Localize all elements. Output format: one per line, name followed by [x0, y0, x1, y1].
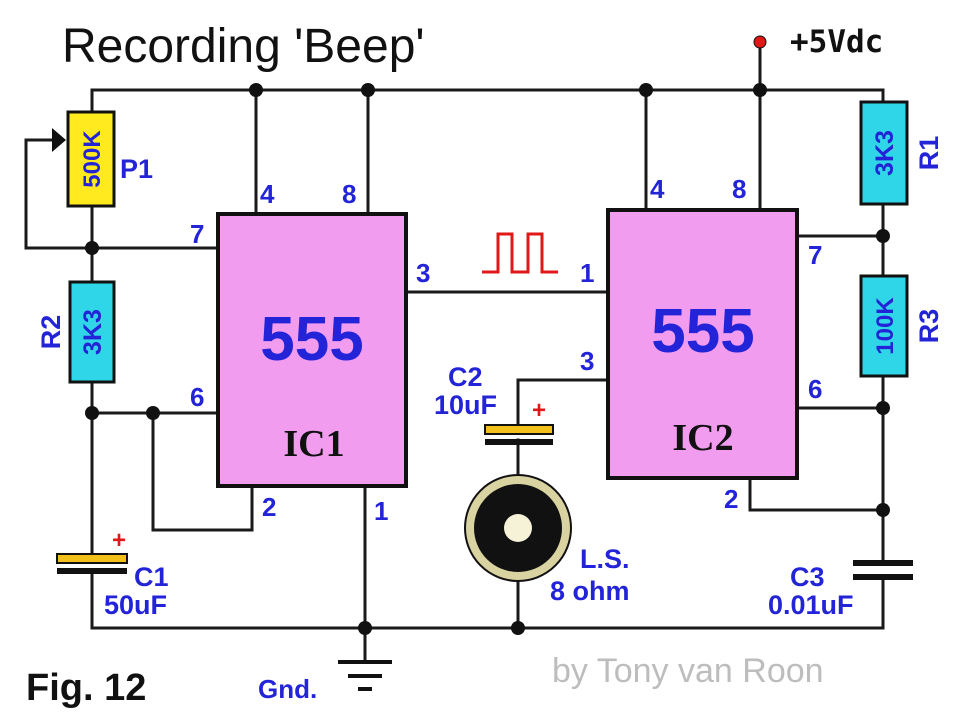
c2-value-label: 10uF: [434, 390, 497, 420]
ic1-pin3-label: 3: [416, 258, 430, 288]
ground-symbol-icon: [338, 660, 392, 691]
speaker-dust-cap: [504, 514, 532, 542]
junction-dot: [249, 83, 263, 97]
junction-dot: [876, 503, 890, 517]
ic1-pin1-label: 1: [374, 496, 388, 526]
ic1-body: [216, 212, 408, 488]
p1-value-label: 500K: [79, 130, 106, 188]
c2-ref-label: C2: [448, 362, 483, 392]
c3-value-label: 0.01uF: [768, 590, 854, 620]
ic1-pin7-label: 7: [190, 219, 204, 249]
ic2-pin2-label: 2: [724, 484, 738, 514]
junction-dot: [511, 621, 525, 635]
r3-resistor-body: [859, 274, 909, 378]
junction-dot: [639, 83, 653, 97]
p1-wiper-arrow-icon: [52, 128, 66, 152]
ic2-pin1-label: 1: [580, 258, 594, 288]
ic2-designator: IC2: [672, 417, 733, 459]
junction-dot: [876, 401, 890, 415]
ic1-pin8-label: 8: [342, 179, 356, 209]
ic2-body: [606, 208, 799, 480]
ic2-pin3-label: 3: [580, 346, 594, 376]
ic2-part-number: 555: [651, 297, 754, 366]
ic1-pin4-label: 4: [260, 179, 275, 209]
ic2-pin6-label: 6: [808, 374, 822, 404]
r2-resistor-body: [68, 280, 116, 384]
r1-ref-label: R1: [914, 136, 944, 171]
c2-plate-bottom: [485, 439, 553, 445]
r1-value-label: 3K3: [871, 130, 899, 176]
supply-voltage-label: +5Vdc: [790, 24, 883, 60]
figure-label: Fig. 12: [26, 667, 146, 709]
junction-dots: [85, 83, 890, 635]
junction-dot: [85, 406, 99, 420]
p1-potentiometer-body: [66, 110, 116, 208]
ic2-pin8-label: 8: [732, 174, 746, 204]
ic2-pin4-label: 4: [650, 174, 665, 204]
c2-polarity-mark: +: [532, 397, 546, 424]
c1-polarity-mark: +: [112, 527, 126, 554]
c1-plate-top: [56, 553, 128, 564]
junction-dot: [876, 229, 890, 243]
diagram-title: Recording 'Beep': [62, 20, 425, 73]
c2-plate-top: [484, 424, 554, 435]
junction-dot: [358, 621, 372, 635]
c1-ref-label: C1: [134, 562, 169, 592]
c3-plate-bottom: [853, 574, 913, 580]
speaker-ref-label: L.S.: [580, 544, 630, 574]
ic2-pin7-label: 7: [808, 240, 822, 270]
c1-plate-bottom: [57, 568, 127, 574]
author-credit: by Tony van Roon: [552, 652, 824, 690]
junction-dot: [85, 241, 99, 255]
c3-ref-label: C3: [790, 562, 825, 592]
speaker-value-label: 8 ohm: [550, 576, 630, 606]
ic1-designator: IC1: [283, 423, 344, 465]
ic1-part-number: 555: [260, 305, 363, 374]
c3-plate-top: [853, 560, 913, 566]
ic1-pin6-label: 6: [190, 382, 204, 412]
junction-dot: [146, 406, 160, 420]
r2-value-label: 3K3: [79, 309, 107, 355]
ic2-pin3-wire: [516, 378, 610, 428]
junction-dot: [361, 83, 375, 97]
square-wave-icon: [482, 232, 558, 274]
ic1-pin2-label: 2: [262, 492, 276, 522]
ground-label: Gnd.: [258, 674, 317, 704]
ic2-pin2-wire: [748, 476, 885, 512]
p1-ref-label: P1: [120, 154, 153, 184]
p1-wiper-wire: [24, 138, 94, 250]
r2-ref-label: R2: [36, 315, 66, 350]
wires: [24, 40, 885, 662]
r1-resistor-body: [859, 100, 909, 206]
c1-value-label: 50uF: [104, 590, 167, 620]
ic1-pin2-wire: [151, 411, 254, 532]
r3-value-label: 100K: [872, 297, 899, 355]
r3-ref-label: R3: [914, 309, 944, 344]
junction-dot: [753, 83, 767, 97]
supply-terminal-dot: [753, 35, 767, 49]
